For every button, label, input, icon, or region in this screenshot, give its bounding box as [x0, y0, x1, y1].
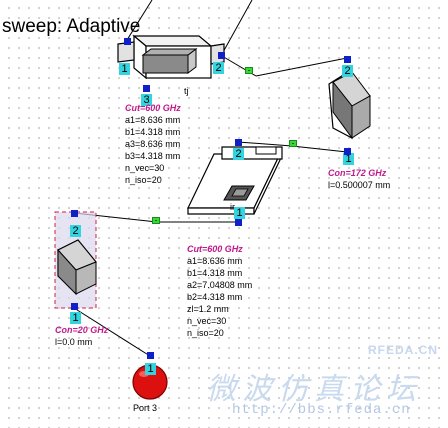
- pin-tj-1[interactable]: 1: [119, 63, 130, 75]
- node-ir-2[interactable]: [235, 139, 242, 146]
- line-left-param-length: l=0.0 mm: [55, 337, 93, 347]
- line-right-param-length: l=0.500007 mm: [328, 180, 391, 190]
- line-left-params[interactable]: Con=20 GHz l=0.0 mm: [55, 324, 108, 348]
- ir-param-b2: b2=4.318 mm: [187, 292, 243, 302]
- pin-ir-2[interactable]: 2: [233, 148, 244, 160]
- tj-param-a3: a3=8.636 mm: [125, 139, 181, 149]
- port-3-label: Port 3: [133, 403, 158, 413]
- pin-tj-3[interactable]: 3: [141, 94, 152, 106]
- node-ir-1[interactable]: [235, 219, 242, 226]
- line-left-symbol[interactable]: [57, 239, 97, 296]
- wire-line-left-to-port[interactable]: [73, 307, 151, 357]
- tj-param-b3: b3=4.318 mm: [125, 151, 181, 161]
- node-tj-1[interactable]: [124, 38, 131, 45]
- pin-line-left-1[interactable]: 1: [70, 312, 81, 324]
- tj-component-symbol[interactable]: [117, 34, 225, 80]
- line-left-param-cutoff: Con=20 GHz: [55, 325, 109, 335]
- pin-line-right-2[interactable]: 2: [342, 65, 353, 77]
- tj-param-a1: a1=8.636 mm: [125, 115, 181, 125]
- pin-ir-1[interactable]: 1: [234, 207, 245, 219]
- tj-param-cutoff: Cut=600 GHz: [125, 103, 181, 113]
- wire-midpoint-top[interactable]: [245, 67, 253, 74]
- node-line-left-1[interactable]: [71, 303, 78, 310]
- ir-param-b1: b1=4.318 mm: [187, 268, 243, 278]
- ir-param-niso: n_iso=20: [187, 328, 224, 338]
- pin-line-left-2[interactable]: 2: [70, 225, 81, 237]
- simulation-title: sweep: Adaptive: [2, 16, 141, 37]
- node-port-3[interactable]: [147, 352, 154, 359]
- tj-param-niso: n_iso=20: [125, 175, 162, 185]
- node-line-left-2[interactable]: [71, 210, 78, 217]
- node-tj-3[interactable]: [143, 85, 150, 92]
- ir-params[interactable]: Cut=600 GHz a1=8.636 mm b1=4.318 mm a2=7…: [187, 243, 252, 339]
- wire-offscreen-left[interactable]: [126, 0, 153, 41]
- tj-param-b1: b1=4.318 mm: [125, 127, 181, 137]
- wire-offscreen-right[interactable]: [221, 0, 253, 55]
- line-right-param-cutoff: Con=172 GHz: [328, 168, 387, 178]
- watermark-site: RFEDA.CN: [368, 343, 438, 357]
- wire-line-right-to-midpoint[interactable]: [291, 145, 348, 153]
- wire-midpoint-to-ir[interactable]: [237, 141, 293, 147]
- wire-midpoint-right[interactable]: [289, 140, 297, 147]
- watermark-chinese: 微波仿真论坛: [206, 373, 422, 406]
- line-right-symbol[interactable]: [328, 71, 371, 140]
- tj-name-label: tj: [184, 86, 189, 96]
- node-line-right-1[interactable]: [344, 148, 351, 155]
- node-tj-2[interactable]: [218, 52, 225, 59]
- tj-params[interactable]: Cut=600 GHz a1=8.636 mm b1=4.318 mm a3=8…: [125, 102, 181, 186]
- pin-tj-2[interactable]: 2: [213, 62, 224, 74]
- wire-midpoint-left[interactable]: [152, 217, 160, 224]
- pin-port-3[interactable]: 1: [145, 363, 156, 375]
- tj-param-nvec: n_vec=30: [125, 163, 165, 173]
- line-right-params[interactable]: Con=172 GHz l=0.500007 mm: [328, 167, 390, 191]
- ir-name-label: ir: [230, 202, 235, 212]
- ir-param-a1: a1=8.636 mm: [187, 256, 243, 266]
- wire-midpoint-to-line-right[interactable]: [255, 57, 348, 77]
- ir-param-nvec: n_vec=30: [187, 316, 227, 326]
- ir-param-cutoff: Cut=600 GHz: [187, 244, 243, 254]
- node-line-right-2[interactable]: [344, 56, 351, 63]
- ir-param-a2: a2=7.04808 mm: [187, 280, 253, 290]
- watermark-url: http://bbs.rfeda.cn: [232, 402, 411, 418]
- pin-line-right-1[interactable]: 1: [343, 153, 354, 165]
- ir-param-zl: zl=1.2 mm: [187, 304, 229, 314]
